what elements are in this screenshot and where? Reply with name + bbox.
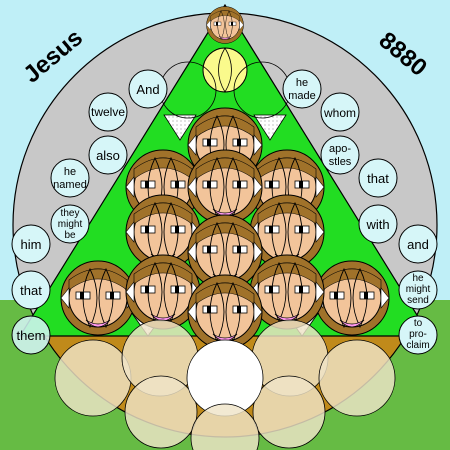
face-medallion xyxy=(187,149,263,225)
svg-text:stles: stles xyxy=(329,156,352,168)
svg-text:twelve: twelve xyxy=(91,105,125,119)
lower-circle xyxy=(318,339,396,417)
lower-circle xyxy=(252,375,326,449)
svg-text:they: they xyxy=(61,208,80,219)
word-bubble-them: them xyxy=(11,315,51,355)
word-bubble-also: also xyxy=(88,135,128,175)
word-bubble-twelve: twelve xyxy=(88,92,128,132)
word-bubble-apostles: apo- stles xyxy=(320,135,360,175)
svg-text:he: he xyxy=(412,273,424,284)
word-bubble-they-might-be: they might be xyxy=(50,204,90,244)
svg-text:that: that xyxy=(367,171,389,186)
svg-text:whom: whom xyxy=(323,106,356,120)
lower-circle xyxy=(124,375,198,449)
svg-text:them: them xyxy=(17,328,46,343)
white-triangle-top-right xyxy=(253,114,287,141)
svg-text:him: him xyxy=(21,237,42,252)
svg-text:apo-: apo- xyxy=(329,143,351,155)
svg-text:that: that xyxy=(20,283,42,298)
word-bubble-whom: whom xyxy=(320,92,360,132)
svg-text:he: he xyxy=(64,166,76,178)
word-bubble-he-might-send: he might send xyxy=(398,270,438,310)
svg-text:to: to xyxy=(414,318,423,329)
word-bubble-that-right: that xyxy=(358,158,398,198)
white-triangle-top-left xyxy=(163,114,197,141)
word-bubble-with: with xyxy=(358,204,398,244)
word-bubble-to-proclaim: to pro- claim xyxy=(398,315,438,355)
word-bubble-and: And xyxy=(128,69,168,109)
word-bubble-him: him xyxy=(11,224,51,264)
lower-circle xyxy=(190,403,260,450)
face-medallion xyxy=(187,274,263,350)
svg-text:might: might xyxy=(406,284,431,295)
face-medallion xyxy=(60,260,136,336)
word-bubble-and-right: and xyxy=(398,224,438,264)
svg-text:pro-: pro- xyxy=(409,329,427,340)
svg-text:and: and xyxy=(407,237,429,252)
word-bubble-that-left: that xyxy=(11,270,51,310)
svg-text:claim: claim xyxy=(406,340,429,351)
halo-circle xyxy=(202,47,248,93)
svg-text:might: might xyxy=(58,219,83,230)
svg-text:also: also xyxy=(96,148,120,163)
svg-text:made: made xyxy=(288,90,316,102)
svg-text:named: named xyxy=(53,179,87,191)
svg-text:And: And xyxy=(136,82,159,97)
word-bubble-he-made: he made xyxy=(282,69,322,109)
word-bubble-he-named: he named xyxy=(50,158,90,198)
top-face xyxy=(206,6,244,44)
svg-text:be: be xyxy=(64,230,76,241)
halo-petal xyxy=(218,47,232,93)
svg-text:he: he xyxy=(296,77,308,89)
lower-circle xyxy=(54,339,132,417)
svg-text:send: send xyxy=(407,295,429,306)
face-medallion xyxy=(314,260,390,336)
svg-text:with: with xyxy=(365,217,389,232)
